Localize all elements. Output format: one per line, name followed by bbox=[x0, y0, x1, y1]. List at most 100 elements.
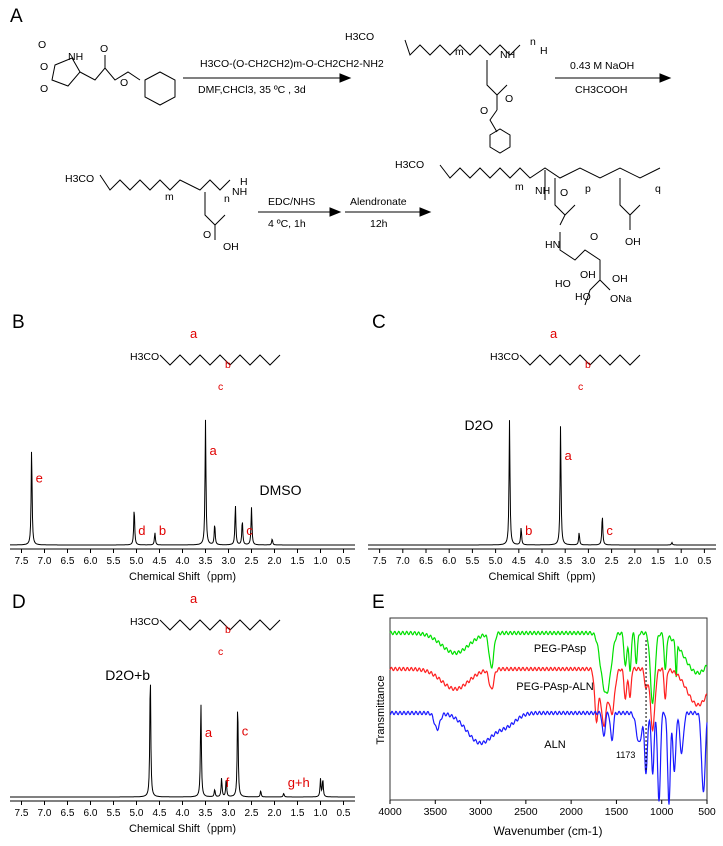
x-tick-label: 6.5 bbox=[61, 808, 75, 819]
x-tick-label: 7.0 bbox=[38, 808, 52, 819]
svg-text:NH: NH bbox=[232, 186, 247, 198]
x-tick-label: 6.0 bbox=[84, 556, 98, 567]
peak-label: c bbox=[606, 523, 613, 538]
x-axis-label: Wavenumber (cm-1) bbox=[494, 824, 603, 838]
conditions-step2-bottom: CH3COOH bbox=[575, 84, 628, 96]
svg-text:OH: OH bbox=[625, 236, 641, 248]
peak-label: b bbox=[159, 523, 166, 538]
x-tick-label: 1.5 bbox=[291, 556, 305, 567]
svg-text:NH: NH bbox=[535, 185, 550, 197]
x-tick-label: 1.5 bbox=[651, 556, 665, 567]
svg-text:O: O bbox=[38, 39, 46, 51]
x-tick-label: 4.5 bbox=[512, 556, 526, 567]
svg-text:H: H bbox=[540, 45, 548, 57]
x-tick-label: 2.5 bbox=[245, 556, 259, 567]
series-label-peg-pasp-aln: PEG-PAsp-ALN bbox=[516, 681, 593, 693]
nmr-spectrum-d bbox=[10, 684, 355, 798]
structure-chain bbox=[519, 354, 641, 366]
svg-text:q: q bbox=[655, 183, 661, 195]
peak-label: D2O bbox=[465, 417, 494, 433]
benzene-ring bbox=[144, 71, 176, 106]
peak-label: g+h bbox=[288, 775, 310, 790]
structure-label-a: a bbox=[190, 591, 198, 606]
svg-text:O: O bbox=[120, 77, 128, 89]
conditions-step3-top: EDC/NHS bbox=[268, 196, 316, 208]
conditions-step1: DMF,CHCl3, 35 ºC , 3d bbox=[198, 84, 306, 96]
conditions-step4-top: Alendronate bbox=[350, 196, 407, 208]
svg-text:m: m bbox=[165, 191, 174, 203]
x-tick-label: 1.0 bbox=[314, 556, 328, 567]
series-label-aln: ALN bbox=[544, 739, 565, 751]
svg-text:m: m bbox=[455, 46, 464, 58]
x-tick-label: 4.0 bbox=[535, 556, 549, 567]
svg-text:O: O bbox=[560, 187, 568, 199]
svg-text:O: O bbox=[40, 83, 48, 95]
x-tick-label: 2.0 bbox=[268, 808, 282, 819]
x-tick-label: 5.0 bbox=[130, 808, 144, 819]
x-tick-label: 4.0 bbox=[176, 556, 190, 567]
x-tick-label: 500 bbox=[698, 806, 716, 818]
peak-label: c bbox=[242, 723, 249, 738]
x-tick-label: 2000 bbox=[559, 806, 583, 818]
x-tick-label: 5.0 bbox=[489, 556, 503, 567]
panel-label-e: E bbox=[372, 592, 385, 613]
svg-text:OH: OH bbox=[580, 269, 596, 281]
x-tick-label: 2500 bbox=[514, 806, 538, 818]
svg-text:NH: NH bbox=[500, 49, 515, 61]
svg-text:HO: HO bbox=[555, 278, 571, 290]
x-tick-label: 1.0 bbox=[314, 808, 328, 819]
x-tick-label: 3.5 bbox=[199, 556, 213, 567]
x-axis-label: Chemical Shift（ppm) bbox=[129, 822, 236, 835]
conditions-step2-top: 0.43 M NaOH bbox=[570, 60, 635, 72]
x-tick-label: 1000 bbox=[650, 806, 674, 818]
peak-label: d bbox=[138, 523, 145, 538]
svg-text:H3CO: H3CO bbox=[345, 31, 374, 43]
x-tick-label: 4.5 bbox=[153, 556, 167, 567]
svg-text:HO: HO bbox=[575, 291, 591, 303]
x-tick-label: 2.5 bbox=[245, 808, 259, 819]
x-tick-label: 3.5 bbox=[199, 808, 213, 819]
x-tick-label: 6.5 bbox=[419, 556, 433, 567]
peak-label: a bbox=[210, 443, 218, 458]
svg-text:O: O bbox=[505, 93, 513, 105]
peak-label: D2O+b bbox=[105, 667, 150, 683]
svg-text:OH: OH bbox=[223, 241, 239, 253]
x-tick-label: 3.0 bbox=[222, 556, 236, 567]
x-tick-label: 2.0 bbox=[268, 556, 282, 567]
x-tick-label: 7.5 bbox=[15, 556, 29, 567]
structure-label-a: a bbox=[550, 326, 558, 341]
peak-label: a bbox=[205, 725, 213, 740]
x-tick-label: 7.0 bbox=[38, 556, 52, 567]
svg-text:O: O bbox=[40, 61, 48, 73]
svg-text:OH: OH bbox=[612, 273, 628, 285]
nmr-spectrum-b bbox=[10, 419, 355, 546]
structure-b-mpeg: H3CO bbox=[130, 351, 159, 363]
structure-d-mpeg: H3CO bbox=[130, 616, 159, 628]
x-tick-label: 0.5 bbox=[337, 556, 351, 567]
series-label-peg-pasp: PEG-PAsp bbox=[534, 643, 586, 655]
svg-text:O: O bbox=[203, 229, 211, 241]
x-tick-label: 4.0 bbox=[176, 808, 190, 819]
x-tick-label: 3.0 bbox=[222, 808, 236, 819]
x-tick-label: 5.5 bbox=[107, 808, 121, 819]
x-axis-label: Chemical Shift（ppm) bbox=[489, 570, 596, 583]
ftir-plot-frame bbox=[389, 617, 708, 801]
conditions-step3-bottom: 4 ºC, 1h bbox=[268, 218, 306, 230]
x-tick-label: 5.5 bbox=[107, 556, 121, 567]
x-tick-label: 2.0 bbox=[628, 556, 642, 567]
panel-label-c: C bbox=[372, 312, 386, 333]
x-tick-label: 1.0 bbox=[674, 556, 688, 567]
svg-text:n: n bbox=[224, 193, 230, 205]
x-tick-label: 7.5 bbox=[373, 556, 387, 567]
svg-text:O: O bbox=[590, 231, 598, 243]
ftir-series-aln bbox=[389, 710, 708, 805]
x-tick-label: 3.5 bbox=[558, 556, 572, 567]
svg-text:HN: HN bbox=[545, 239, 560, 251]
nmr-spectrum-c bbox=[368, 420, 716, 546]
structure-label-b: b bbox=[225, 359, 231, 371]
peak-label: f bbox=[226, 775, 230, 790]
structure-chain bbox=[159, 619, 281, 631]
x-tick-label: 6.5 bbox=[61, 556, 75, 567]
